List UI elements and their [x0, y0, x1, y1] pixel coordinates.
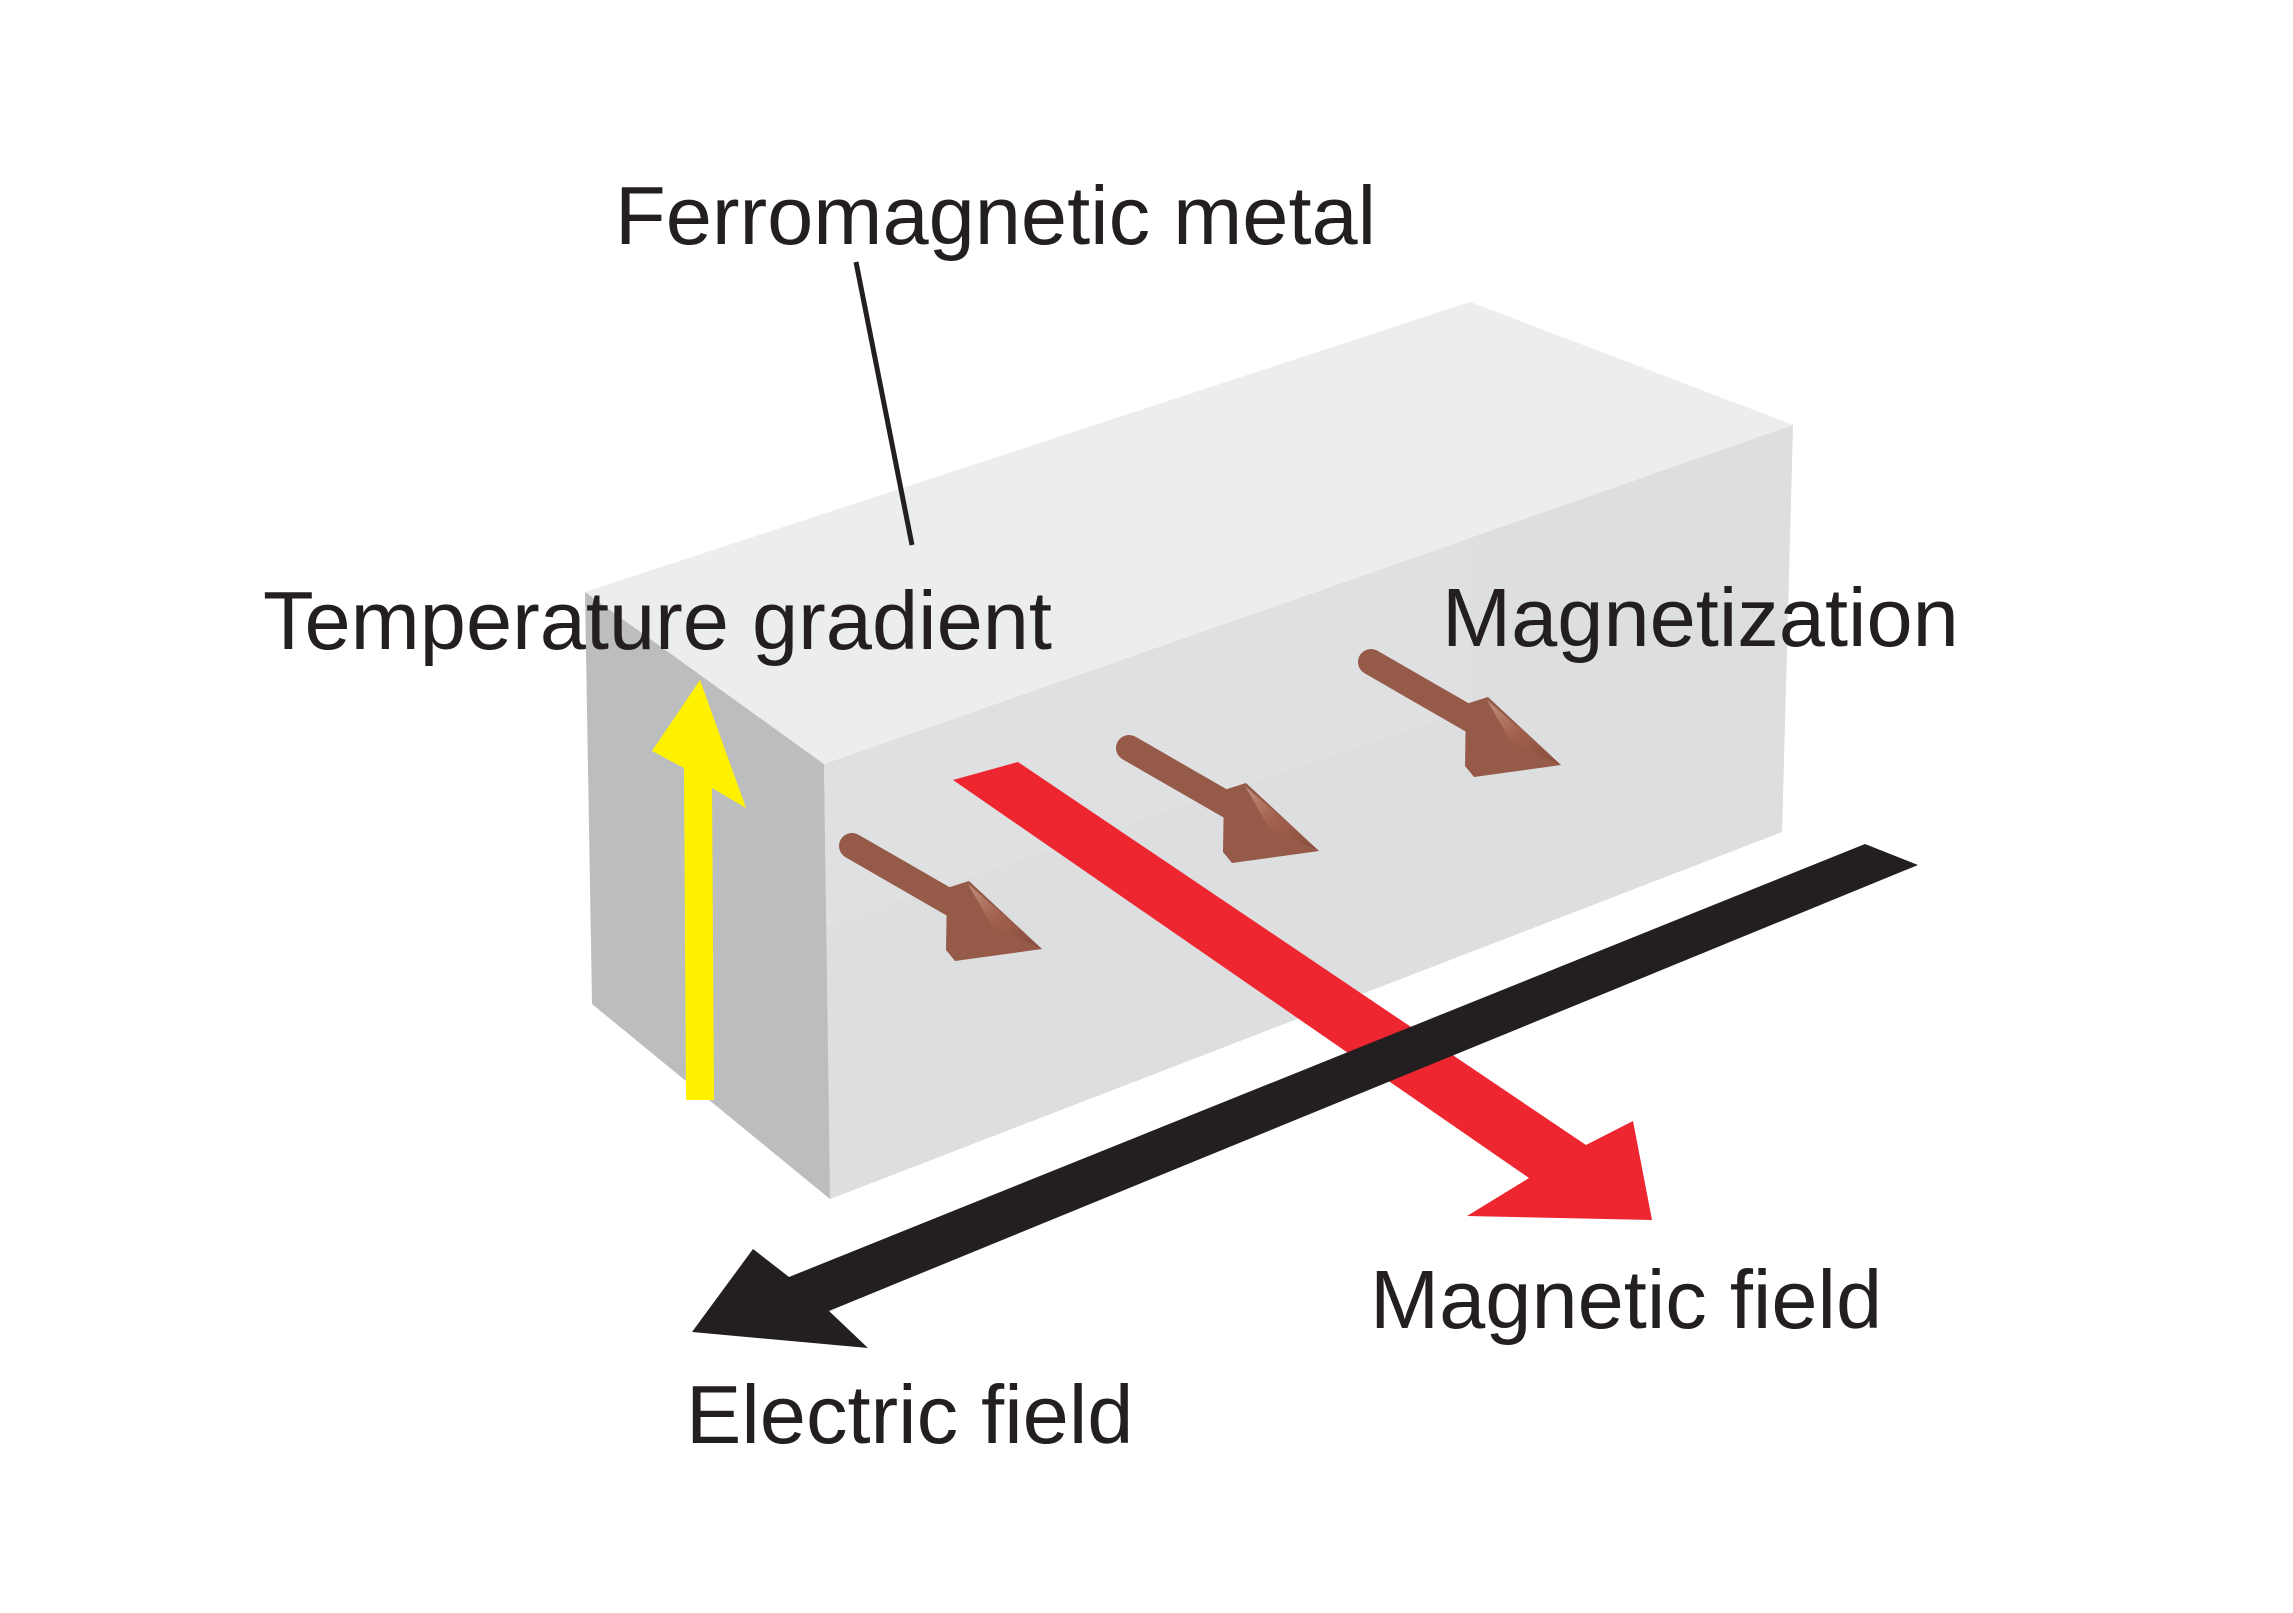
magnetic-field-label: Magnetic field: [1370, 1253, 1882, 1346]
temperature-gradient-label: Temperature gradient: [263, 574, 1052, 667]
magnetization-label: Magnetization: [1442, 571, 1959, 664]
ferromagnetic-metal-label: Ferromagnetic metal: [615, 169, 1376, 262]
electric-field-arrow: [692, 844, 1918, 1348]
ferromagnetic-leader-line: [853, 261, 915, 546]
electric-field-label: Electric field: [686, 1368, 1133, 1461]
block-top-face: [585, 302, 1793, 764]
ferromagnetic-block: [585, 302, 1793, 1199]
block-front-face: [824, 425, 1793, 1199]
temperature-gradient-arrow: [652, 680, 746, 1100]
magnetic-field-arrow: [953, 762, 1652, 1220]
